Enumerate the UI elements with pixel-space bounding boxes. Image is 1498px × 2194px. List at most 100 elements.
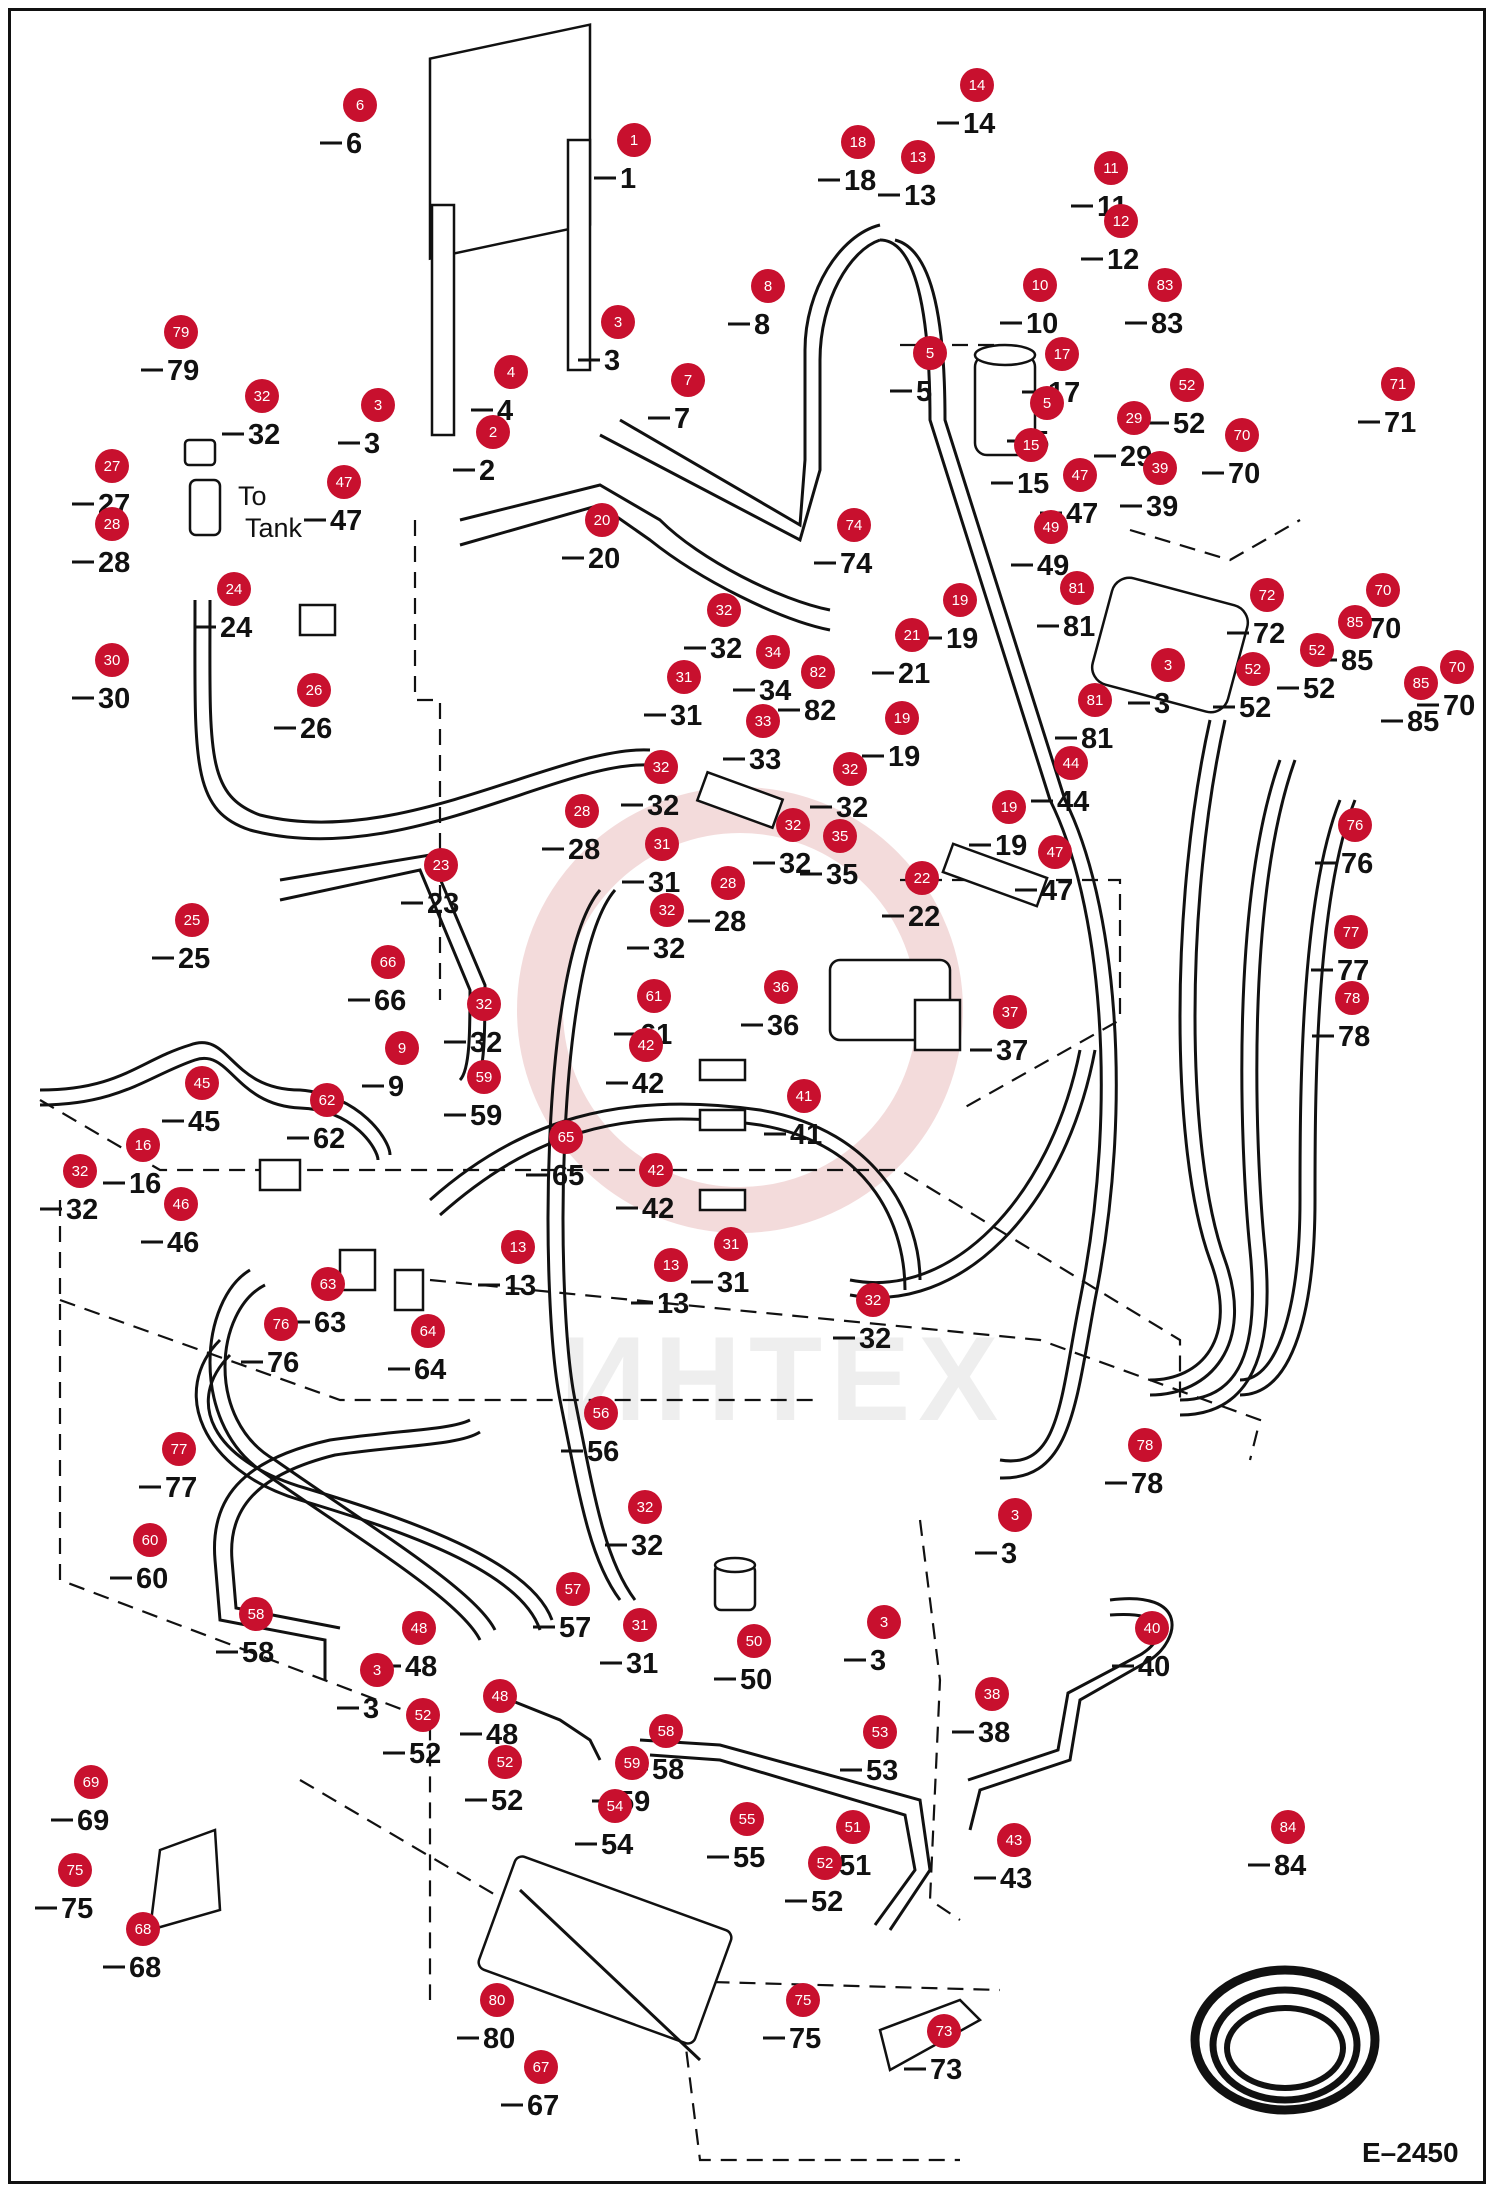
callout-number: 43 [1000, 1863, 1032, 1895]
callout-badge-number: 31 [632, 1617, 649, 1634]
callout-badge [707, 593, 741, 627]
callout-number: 37 [996, 1035, 1028, 1067]
callout-number: 31 [626, 1648, 658, 1680]
callout-badge-number: 23 [433, 857, 450, 874]
callout-badge [615, 1746, 649, 1780]
callout-badge-number: 32 [865, 1292, 882, 1309]
callout-badge [649, 1714, 683, 1748]
callout-number: 81 [1081, 723, 1113, 755]
callout-badge-number: 13 [510, 1239, 527, 1256]
callout-number: 52 [491, 1785, 523, 1817]
callout-badge-number: 35 [832, 828, 849, 845]
callout-3: 33 [844, 1605, 901, 1677]
callout-badge [480, 1983, 514, 2017]
callout-badge-number: 45 [194, 1075, 211, 1092]
callout-badge-number: 75 [67, 1862, 84, 1879]
callout-badge [1440, 650, 1474, 684]
callout-badge-number: 47 [1047, 844, 1064, 861]
callout-badge-number: 33 [755, 713, 772, 730]
callout-badge [164, 315, 198, 349]
callout-badge [927, 2014, 961, 2048]
callout-badge-number: 6 [356, 97, 364, 114]
callout-number: 32 [470, 1027, 502, 1059]
callout-badge [960, 68, 994, 102]
callout-badge-number: 60 [142, 1532, 159, 1549]
callout-number: 63 [314, 1307, 346, 1339]
main-control-valve [477, 1855, 733, 2062]
callout-number: 70 [1369, 613, 1401, 645]
callout-number: 3 [604, 345, 620, 377]
callout-number: 24 [220, 612, 252, 644]
callout-number: 32 [859, 1323, 891, 1355]
callout-number: 78 [1131, 1468, 1163, 1500]
callout-badge [1338, 808, 1372, 842]
callout-badge [524, 2050, 558, 2084]
callout-badge [1094, 151, 1128, 185]
callout-badge [264, 1307, 298, 1341]
callout-number: 67 [527, 2090, 559, 2122]
callout-5: 55 [890, 336, 947, 408]
callout-badge-number: 52 [1179, 377, 1196, 394]
callout-badge-number: 28 [104, 516, 121, 533]
callout-badge-number: 48 [492, 1688, 509, 1705]
callout-badge-number: 10 [1032, 277, 1049, 294]
callout-badge [126, 1912, 160, 1946]
callout-badge-number: 3 [1011, 1507, 1019, 1524]
callout-badge-number: 13 [663, 1257, 680, 1274]
callout-badge [1104, 204, 1138, 238]
callout-badge [623, 1608, 657, 1642]
callout-number: 5 [916, 376, 932, 408]
callout-badge-number: 41 [796, 1088, 813, 1105]
callout-badge [1060, 571, 1094, 605]
callout-number: 47 [1041, 875, 1073, 907]
callout-number: 28 [568, 834, 600, 866]
callout-badge-number: 42 [648, 1162, 665, 1179]
callout-8: 88 [728, 269, 785, 341]
callout-badge [943, 583, 977, 617]
callout-badge [1014, 428, 1048, 462]
callout-number: 80 [483, 2023, 515, 2055]
callout-badge-number: 68 [135, 1921, 152, 1938]
callout-badge [1225, 418, 1259, 452]
callout-number: 68 [129, 1952, 161, 1984]
callout-badge-number: 36 [773, 979, 790, 996]
callout-number: 3 [1001, 1538, 1017, 1570]
callout-badge-number: 29 [1126, 410, 1143, 427]
callout-badge-number: 50 [746, 1633, 763, 1650]
callout-badge-number: 34 [765, 644, 782, 661]
callout-number: 47 [1066, 498, 1098, 530]
callout-number: 45 [188, 1106, 220, 1138]
callout-badge [836, 1810, 870, 1844]
accumulator [713, 1556, 757, 1612]
callout-badge-number: 66 [380, 954, 397, 971]
callout-number: 64 [414, 1354, 446, 1386]
callout-number: 78 [1338, 1021, 1370, 1053]
callout-badge-number: 20 [594, 512, 611, 529]
callout-badge [644, 750, 678, 784]
callout-number: 52 [1303, 673, 1335, 705]
callout-badge [1381, 367, 1415, 401]
callout-badge-number: 81 [1069, 580, 1086, 597]
callout-badge-number: 3 [374, 397, 382, 414]
callout-number: 13 [657, 1288, 689, 1320]
callout-badge [1236, 652, 1270, 686]
callout-number: 9 [388, 1071, 404, 1103]
callout-number: 12 [1107, 244, 1139, 276]
